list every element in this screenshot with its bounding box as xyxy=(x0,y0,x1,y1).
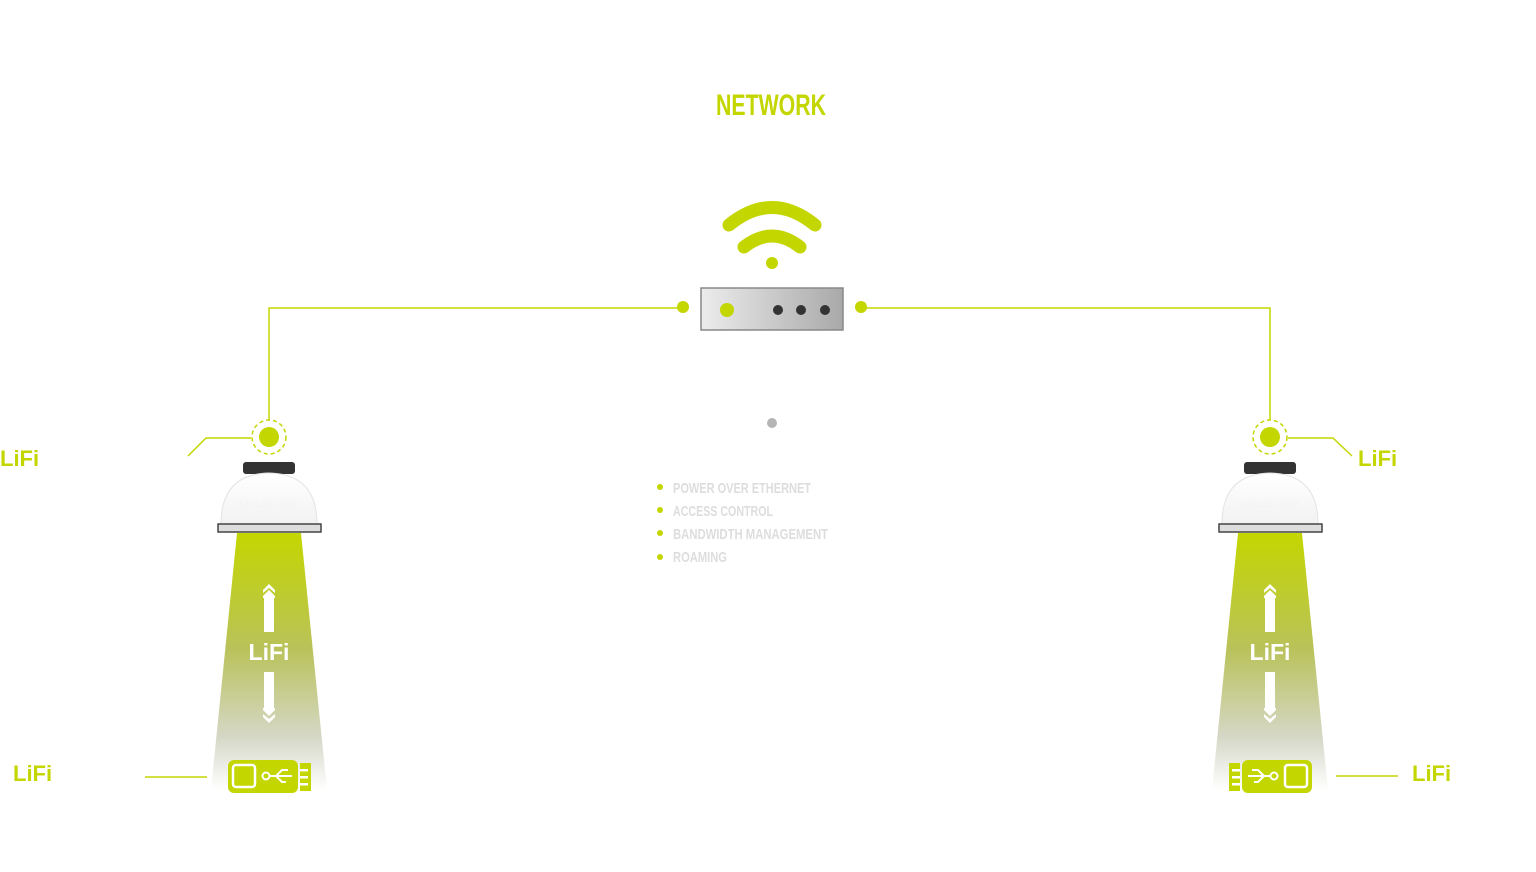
router-icon xyxy=(700,287,844,331)
beam-label: LiFi xyxy=(1250,639,1291,665)
right-lamp-unit: LiFi LIFI LED LIGHT LiFi xyxy=(1212,419,1451,793)
network-title: NETWORK xyxy=(716,89,826,122)
led-lamp-icon: LIFI LED LIGHT xyxy=(1218,462,1323,533)
beam-label: LiFi xyxy=(249,639,290,665)
right-dongle-label: LiFi xyxy=(1412,761,1451,786)
lamp-label: LIFI LED LIGHT xyxy=(240,500,299,509)
usb-dongle-icon xyxy=(1229,760,1312,793)
left-lamp-label: LiFi xyxy=(0,446,39,471)
left-lamp-unit: LiFi LIFI LED LIGHT LiFi xyxy=(0,419,327,793)
wifi-icon xyxy=(722,201,822,269)
feature-item: ACCESS CONTROL xyxy=(673,503,773,520)
bidirectional-arrow-icon xyxy=(1264,584,1276,723)
right-lamp-label: LiFi xyxy=(1358,446,1397,471)
right-port-dot xyxy=(855,301,867,313)
connection-lines xyxy=(268,307,1271,420)
light-beam xyxy=(211,533,327,790)
led-lamp-icon: LIFI LED LIGHT xyxy=(217,462,322,533)
feature-item: BANDWIDTH MANAGEMENT xyxy=(673,526,828,543)
carousel-dot[interactable] xyxy=(767,418,777,428)
bidirectional-arrow-icon xyxy=(263,584,275,723)
feature-item: POWER OVER ETHERNET xyxy=(673,480,811,497)
left-dongle-label: LiFi xyxy=(13,761,52,786)
right-lamp-node xyxy=(1260,427,1280,447)
light-beam xyxy=(1212,533,1328,790)
lamp-label: LIFI LED LIGHT xyxy=(1241,500,1300,509)
feature-list: POWER OVER ETHERNET ACCESS CONTROL BANDW… xyxy=(657,480,828,566)
feature-item: ROAMING xyxy=(673,549,727,566)
left-lamp-node xyxy=(259,427,279,447)
left-port-dot xyxy=(677,301,689,313)
usb-dongle-icon xyxy=(228,760,311,793)
